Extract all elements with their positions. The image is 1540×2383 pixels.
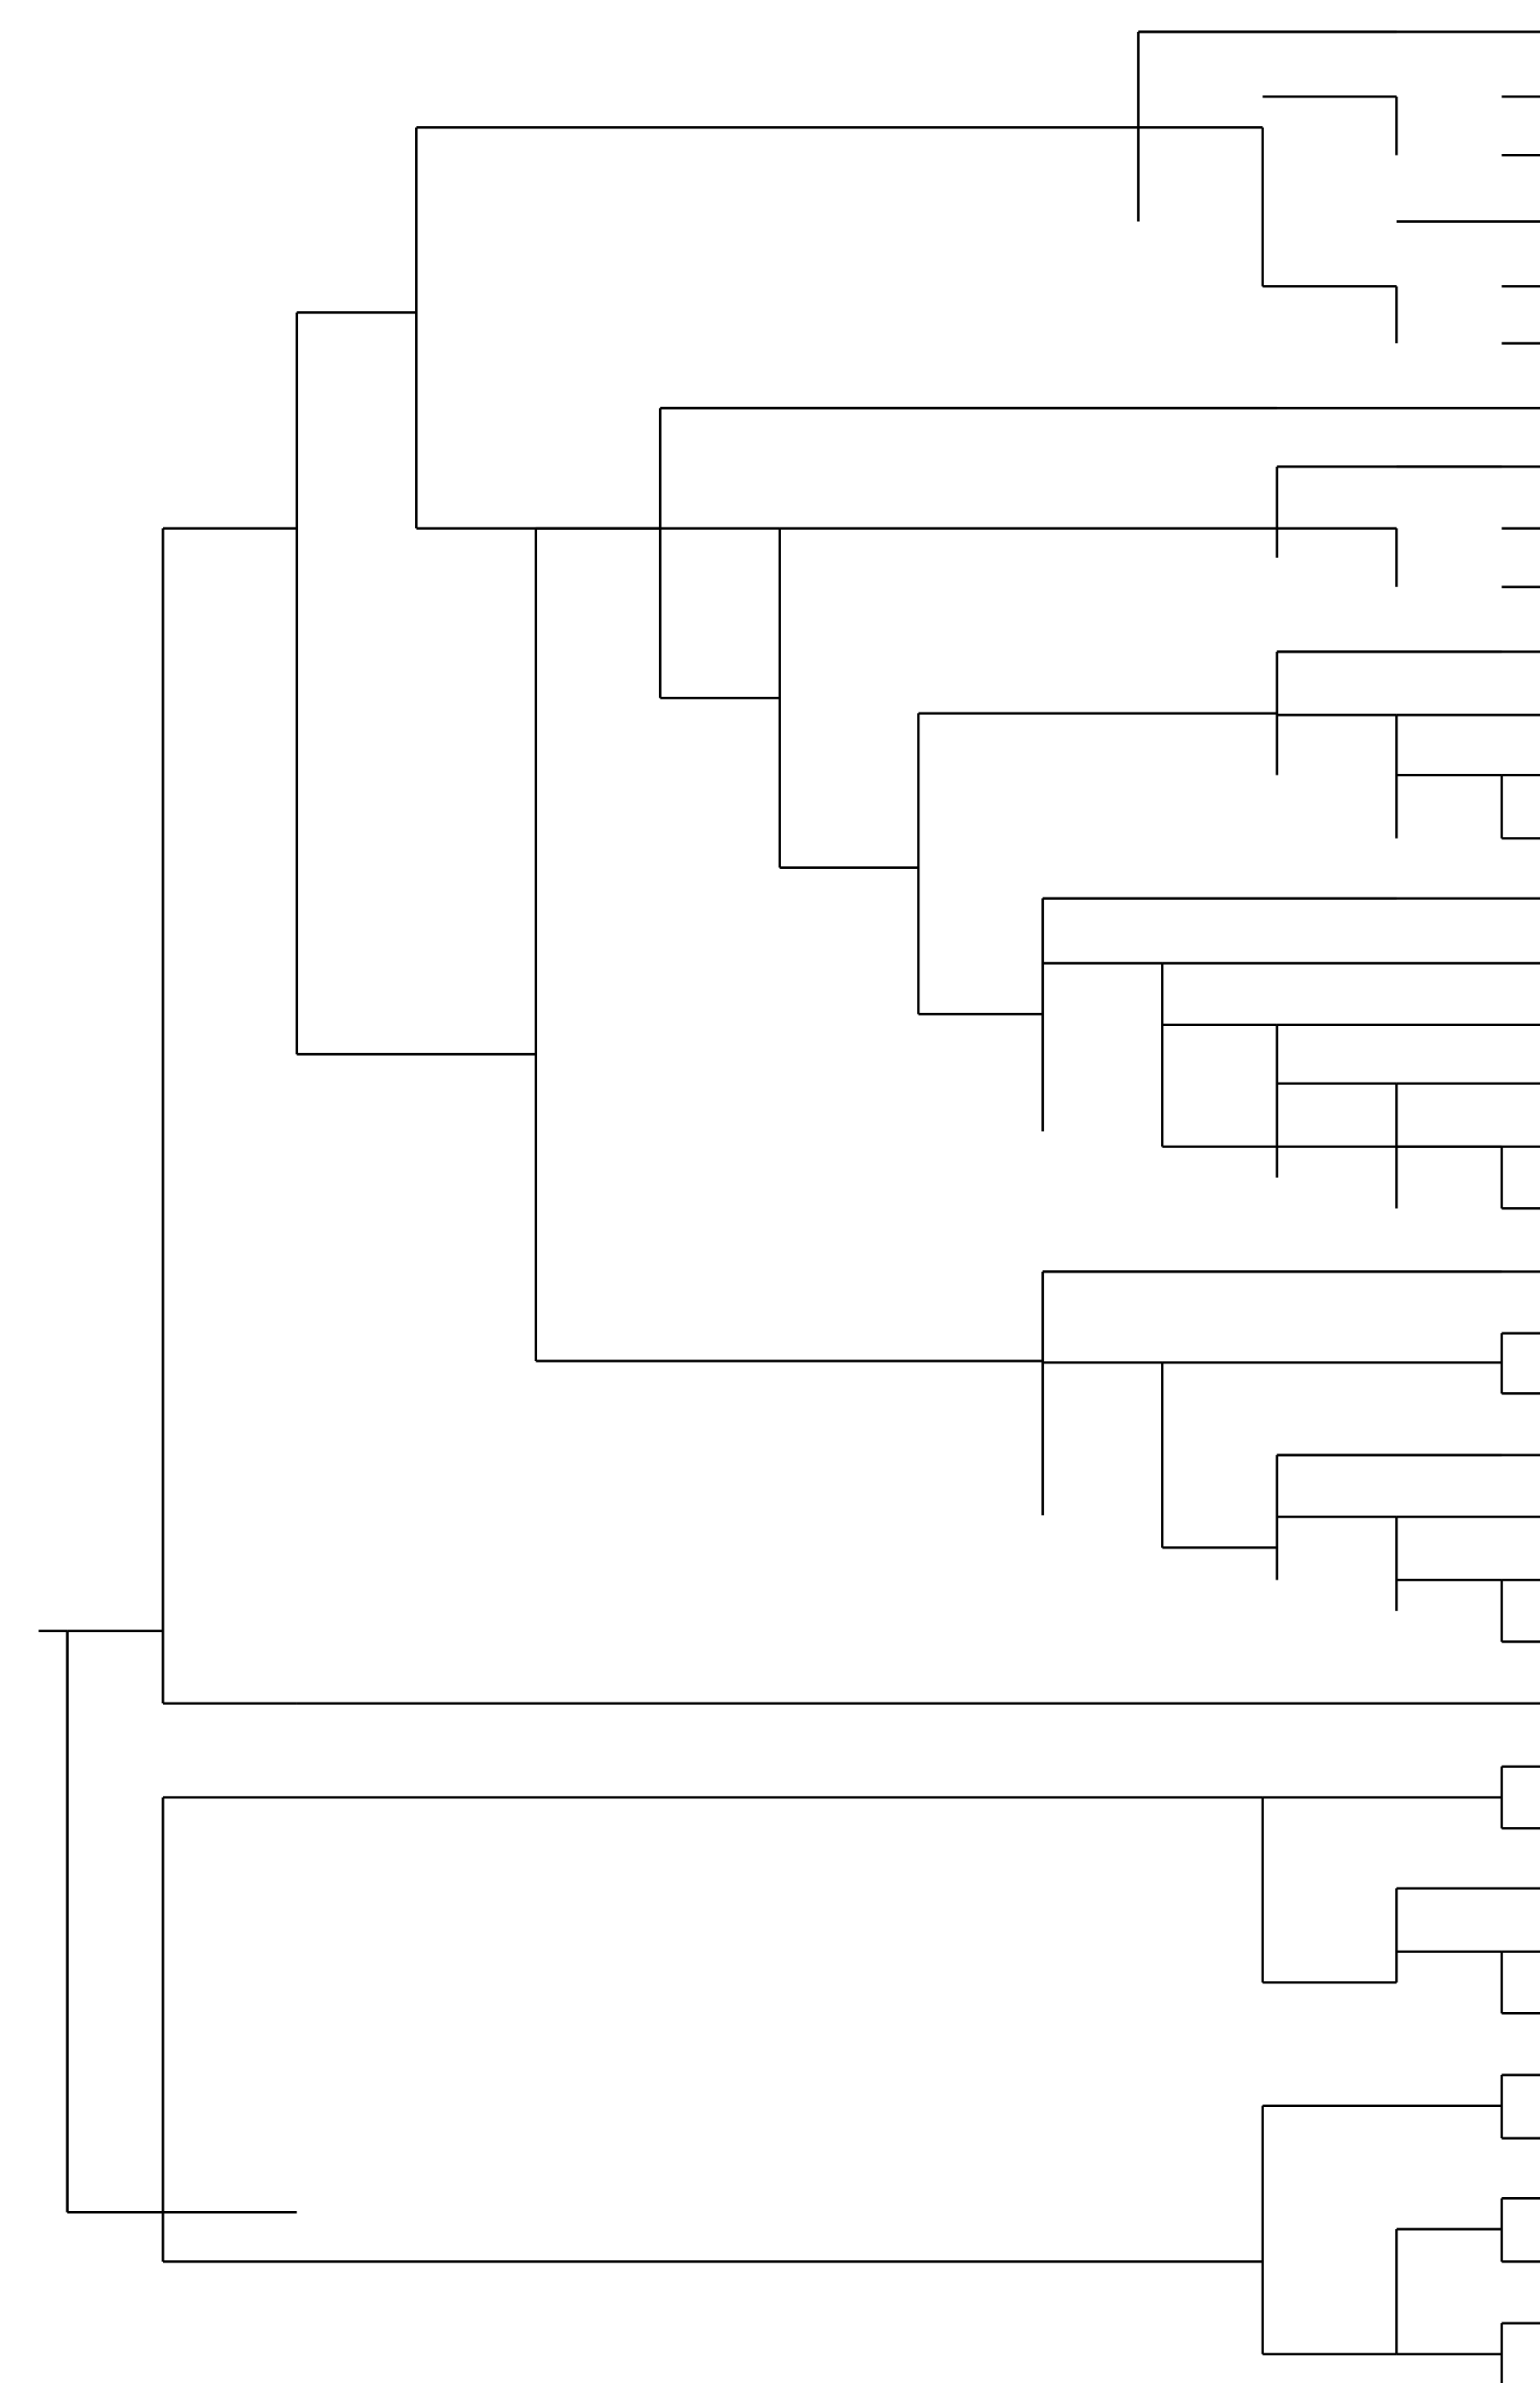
branch-layer (38, 30, 1540, 2383)
